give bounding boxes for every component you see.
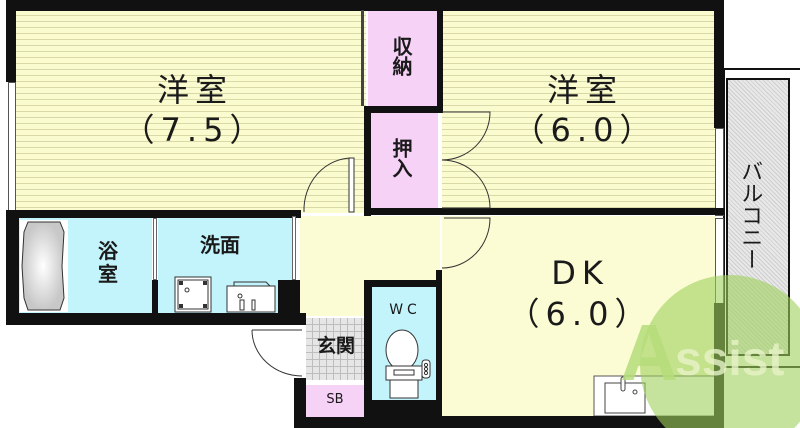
wall-entry-left xyxy=(294,378,306,428)
western-room-2 xyxy=(442,10,716,210)
door-swing-room1 xyxy=(303,157,355,213)
wall-closet-right xyxy=(437,10,443,113)
western-room-2-name: 洋室 xyxy=(546,71,623,109)
bathroom-label: 浴室 xyxy=(98,239,118,286)
dk-name: DK xyxy=(551,254,609,292)
western-room-1-name: 洋室 xyxy=(156,71,233,109)
wall-wc-bottom xyxy=(364,400,442,428)
entrance xyxy=(306,318,364,380)
wall-wc-left xyxy=(364,280,372,428)
entrance-label: 玄関 xyxy=(316,335,355,357)
shoe-box-label: SB xyxy=(326,392,344,407)
wall-wc-top xyxy=(364,280,442,287)
western-room-1-size: （7.5） xyxy=(122,111,268,149)
western-room-2-size: （6.0） xyxy=(512,111,658,149)
bath-door xyxy=(153,218,157,280)
wall-bath-left xyxy=(6,210,19,325)
door-swing-dk xyxy=(441,217,491,269)
wall-closet-bottom xyxy=(364,208,442,215)
wall-dk-bottom xyxy=(440,416,724,428)
wall-right-top xyxy=(714,0,724,128)
storage xyxy=(368,10,438,107)
wall-entry-bottom xyxy=(294,417,374,428)
washroom-door xyxy=(292,216,296,280)
assist-watermark: A ssist xyxy=(620,275,800,428)
wall-mid-horizontal-left xyxy=(6,210,301,218)
wall-storage-left xyxy=(361,10,364,106)
wall-wc-right xyxy=(436,270,442,428)
washroom-label: 洗面 xyxy=(200,233,240,257)
svg-text:ssist: ssist xyxy=(675,333,784,386)
door-swing-entrance xyxy=(251,329,303,377)
window-left xyxy=(8,82,16,214)
closet xyxy=(370,112,438,211)
door-swing-room2 xyxy=(441,111,491,209)
wall-mid-horizontal-right xyxy=(440,208,724,215)
washbasin-icon xyxy=(226,281,276,313)
wall-top xyxy=(6,0,724,11)
wall-bath-divider xyxy=(152,280,158,320)
dk-size: （6.0） xyxy=(507,295,653,333)
western-room-1 xyxy=(14,10,366,213)
window-right-1 xyxy=(715,128,724,216)
wall-left-top xyxy=(6,0,16,82)
bathtub-icon xyxy=(21,221,65,311)
wc-label: WC xyxy=(389,302,421,318)
washing-machine-icon xyxy=(174,276,212,313)
wall-washroom-right xyxy=(278,280,300,320)
storage-label: 収納 xyxy=(389,36,413,76)
toilet-icon xyxy=(385,329,431,399)
closet-label: 押入 xyxy=(389,138,413,178)
balcony-label: バルコニー xyxy=(737,160,763,270)
shoe-box xyxy=(306,385,364,417)
wall-closet-divider xyxy=(366,106,442,113)
svg-text:A: A xyxy=(620,308,678,397)
wall-closet-left xyxy=(364,106,371,216)
